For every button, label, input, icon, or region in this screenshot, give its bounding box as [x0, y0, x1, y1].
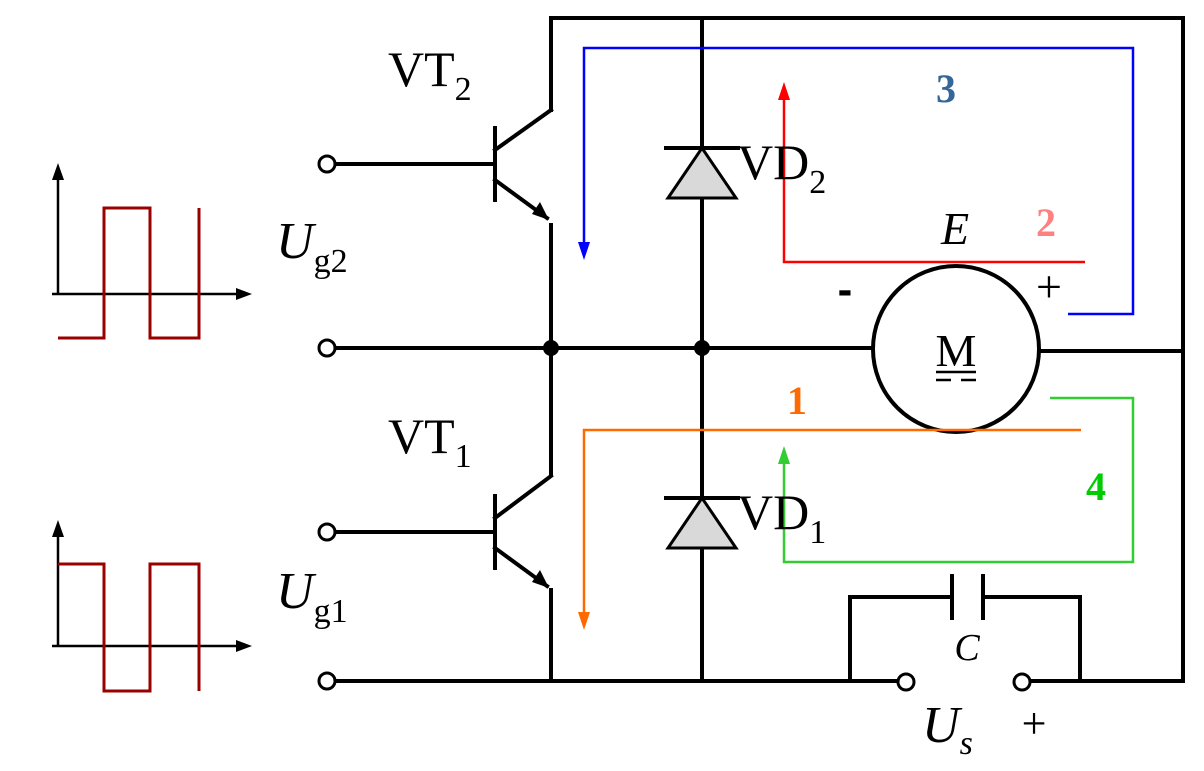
vd1-label: VD1 — [737, 484, 826, 551]
us-plus-terminal — [1012, 672, 1032, 692]
junction-dot — [543, 340, 559, 356]
ug1-waveform — [52, 520, 252, 693]
current-path-1 — [578, 428, 1081, 630]
current-path-4 — [778, 396, 1135, 564]
motor-minus-label: - — [838, 265, 853, 314]
current-path-2 — [778, 82, 1085, 264]
path-2-label: 2 — [1036, 200, 1056, 245]
us-plus-label: + — [1022, 699, 1047, 748]
capacitor-label: C — [954, 627, 980, 669]
middle-terminal — [317, 338, 337, 358]
vt1-label: VT1 — [388, 408, 472, 475]
path-4-label: 4 — [1086, 464, 1106, 509]
emf-label: E — [940, 203, 969, 254]
ug1-signal — [58, 562, 201, 693]
vd2-label: VD2 — [737, 134, 826, 201]
us-minus-terminal — [896, 672, 916, 692]
vt1-transistor — [492, 473, 554, 589]
motor: M — [871, 264, 1041, 434]
path-3-label: 3 — [936, 66, 956, 111]
vd1-diode — [664, 495, 740, 550]
us-label: Us — [922, 697, 973, 762]
junction-dot — [694, 340, 710, 356]
bottom-terminal — [317, 671, 337, 691]
motor-circle — [871, 264, 1041, 434]
path-1-label: 1 — [787, 378, 807, 423]
motor-label: M — [936, 325, 977, 376]
current-path-3 — [578, 46, 1135, 316]
capacitor — [848, 574, 1082, 683]
ug2-waveform — [52, 163, 252, 340]
ug2-signal — [58, 206, 201, 340]
motor-plus-label: + — [1036, 261, 1062, 312]
ug2-label: Ug2 — [276, 213, 348, 280]
ug1-label: Ug1 — [276, 563, 348, 630]
bridge-wiring — [333, 16, 1185, 683]
ug1-terminal — [317, 522, 337, 542]
ug2-terminal — [317, 154, 337, 174]
vd2-diode — [664, 145, 740, 200]
vt2-label: VT2 — [388, 41, 472, 108]
vt2-transistor — [492, 107, 554, 221]
